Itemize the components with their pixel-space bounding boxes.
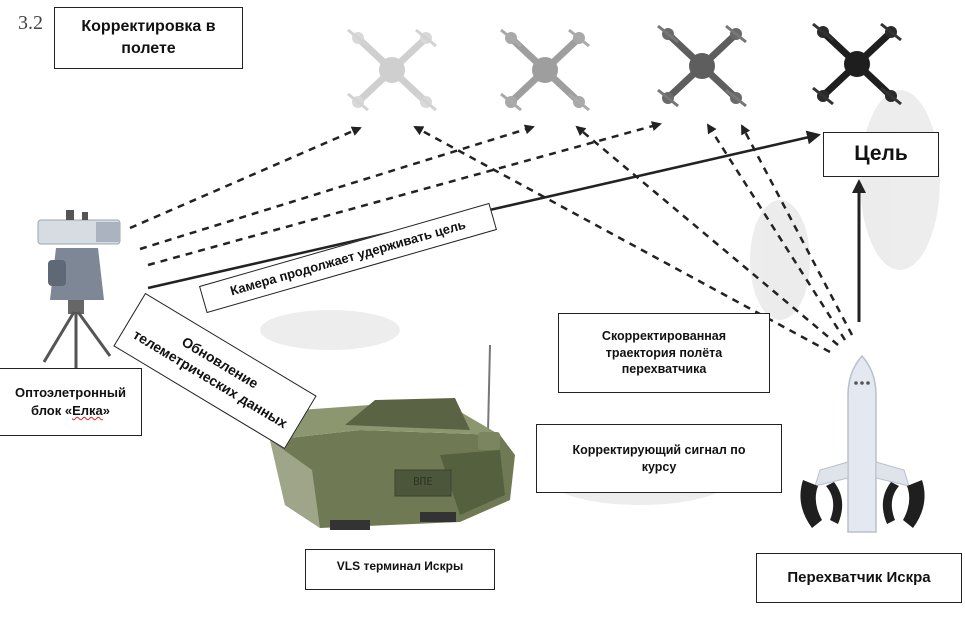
trajectory-line-3: перехватчика [621, 362, 707, 377]
missile-icon [800, 354, 925, 533]
interceptor-box: Перехватчик Искра [756, 553, 962, 603]
vehicle-icon [270, 344, 515, 530]
drone-icon [500, 28, 590, 112]
target-box: Цель [823, 132, 939, 177]
trajectory-line-1: Скорректированная [601, 328, 727, 343]
trajectory-line-2: траектория полёта [605, 345, 723, 360]
camera-line-drone-2 [139, 124, 535, 251]
camera-line-drone-3 [147, 121, 662, 267]
course-signal-box: Корректирующий сигнал по курсу [536, 424, 782, 493]
corrected-trajectory-box: Скорректированная траектория полёта пере… [558, 313, 770, 393]
optoelectronic-line-2: блок «Елка» [31, 403, 110, 418]
interceptor-line-drone-4 [740, 124, 854, 336]
interceptor-line-drone-3 [706, 123, 847, 341]
interceptor-label: Перехватчик Искра [787, 568, 931, 586]
drone-icon [347, 28, 437, 112]
optoelectronic-line-1: Оптоэлетронный [15, 385, 126, 401]
terminal-panel-text: ВПЕ [413, 475, 433, 488]
course-signal-line-2: курсу [641, 459, 677, 474]
title-line-2: полете [121, 40, 176, 57]
optoelectronic-box: Оптоэлетронный блок «Елка» [0, 368, 142, 436]
section-number: 3.2 [18, 12, 43, 34]
camera-line-drone-1 [129, 126, 362, 230]
title-line-1: Корректировка в [81, 18, 216, 36]
course-signal-line-1: Корректирующий сигнал по [572, 442, 746, 457]
drone-icon [657, 24, 747, 108]
vls-terminal-box: VLS терминал Искры [305, 549, 495, 590]
target-label: Цель [854, 142, 908, 166]
vls-terminal-label: VLS терминал Искры [336, 559, 464, 573]
tripod-camera-icon [37, 210, 121, 368]
elka-name: Елка [72, 403, 103, 418]
title-box: Корректировка в полете [54, 7, 243, 69]
interceptor-line-drone-2 [575, 125, 839, 346]
drone-icon [812, 22, 902, 106]
